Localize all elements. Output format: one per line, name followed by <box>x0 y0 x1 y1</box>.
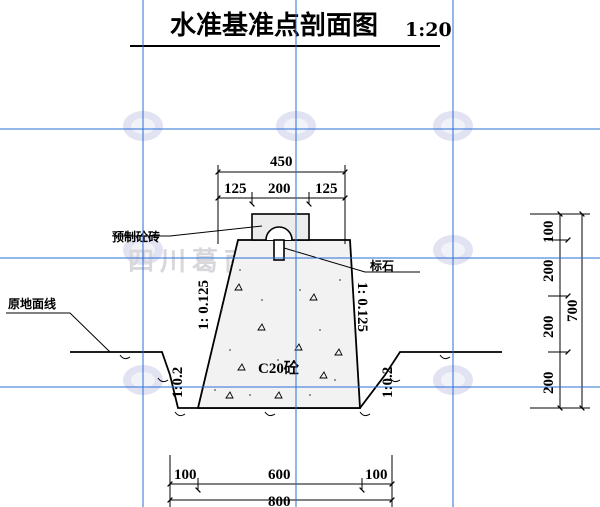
slope-trench-left: 1:0.2 <box>170 367 186 398</box>
dim-right-200a: 200 <box>541 260 557 283</box>
leader-ground <box>6 312 111 353</box>
drawing-title: 水准基准点剖面图 <box>170 10 378 41</box>
right-dimension-lines <box>530 211 590 411</box>
dim-bottom-total: 800 <box>268 494 291 507</box>
leader-marker <box>283 247 420 273</box>
concrete-body <box>196 239 361 409</box>
label-ground-line: 原地面线 <box>8 296 56 311</box>
dim-right-200b: 200 <box>541 316 557 339</box>
dim-top-left: 125 <box>224 181 247 197</box>
dim-top-mid: 200 <box>268 181 291 197</box>
leader-precast <box>115 225 263 237</box>
dim-top-right: 125 <box>315 181 338 197</box>
slope-body-right: 1: 0.125 <box>354 282 370 332</box>
slope-body-left: 1: 0.125 <box>196 280 212 330</box>
marker-stone <box>265 226 293 241</box>
dim-bottom-mid: 600 <box>268 467 291 483</box>
marker-stone-post <box>273 239 285 261</box>
top-dimension-lines <box>215 165 348 244</box>
soil-hatching <box>119 354 451 417</box>
label-marker-stone: 标石 <box>369 258 394 273</box>
dim-bottom-left: 100 <box>174 467 197 483</box>
concrete-stipple <box>214 269 341 396</box>
label-concrete: C20砼 <box>258 359 300 377</box>
dim-right-total: 700 <box>565 300 581 323</box>
slope-trench-right: 1:0.2 <box>380 367 396 398</box>
dim-right-200c: 200 <box>541 372 557 395</box>
label-precast-brick: 预制砼砖 <box>112 229 160 244</box>
concrete-aggregate <box>225 283 343 399</box>
dim-bottom-right: 100 <box>365 467 388 483</box>
dim-right-100: 100 <box>541 221 557 244</box>
drawing-scale: 1:20 <box>405 19 452 41</box>
bottom-dimension-lines <box>167 455 395 507</box>
dim-top-total: 450 <box>270 154 293 170</box>
